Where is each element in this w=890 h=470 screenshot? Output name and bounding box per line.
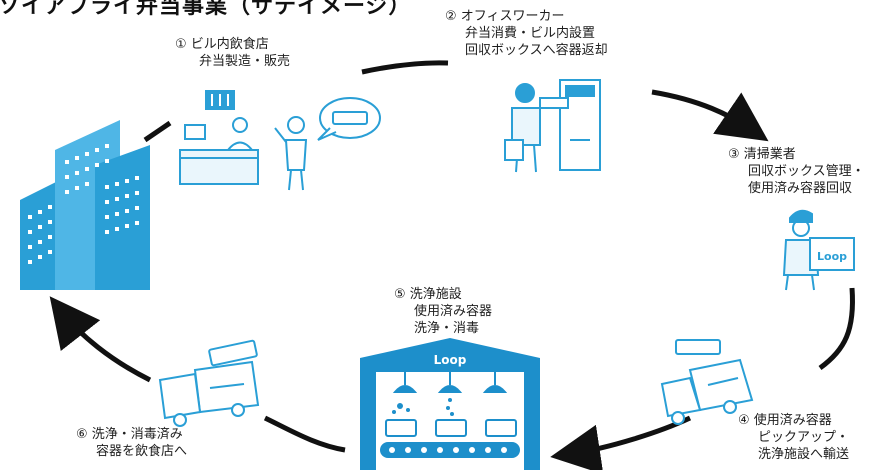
step-3-desc-1: 回収ボックス管理・ xyxy=(748,164,865,179)
step-5-title: 洗浄施設 xyxy=(409,287,462,302)
step-3-title: 清掃業者 xyxy=(743,147,796,162)
customer-icon xyxy=(274,116,308,191)
step-4-desc-1: ピックアップ・ xyxy=(758,430,850,445)
step-5-number: ⑤ xyxy=(394,287,406,302)
shop-counter-icon xyxy=(179,90,259,185)
step-2-label: ② オフィスワーカー 弁当消費・ビル内設置 回収ボックスへ容器返却 xyxy=(445,8,608,59)
delivery-truck-icon-right xyxy=(660,339,754,425)
step-4-number: ④ xyxy=(738,413,750,428)
step-6-desc: 容器を飲食店へ xyxy=(96,444,188,459)
step-5-desc-2: 洗浄・消毒 xyxy=(414,321,480,336)
step-2-desc-1: 弁当消費・ビル内設置 xyxy=(465,26,596,41)
facility-logo: Loop xyxy=(434,353,467,367)
step-6-label: ⑥ 洗浄・消毒済み 容器を飲食店へ xyxy=(76,426,187,460)
arrow-facility-to-truck xyxy=(263,415,346,453)
step-3-number: ③ xyxy=(728,147,740,162)
step-4-label: ④ 使用済み容器 ピックアップ・ 洗浄施設へ輸送 xyxy=(738,412,849,463)
step-3-label: ③ 清掃業者 回収ボックス管理・ 使用済み容器回収 xyxy=(728,146,865,197)
step-2-number: ② xyxy=(445,9,457,24)
arrow-truck-to-building xyxy=(49,296,152,383)
step-1-number: ① xyxy=(175,37,187,52)
step-1-label: ① ビル内飲食店 弁当製造・販売 xyxy=(175,36,290,70)
step-2-title: オフィスワーカー xyxy=(460,9,565,24)
cleaner-icon xyxy=(782,209,855,291)
step-6-title: 洗浄・消毒済み xyxy=(91,427,183,442)
building-icon xyxy=(20,120,150,290)
step-6-number: ⑥ xyxy=(76,427,88,442)
speech-bubble-icon xyxy=(317,97,381,141)
delivery-truck-icon-left xyxy=(158,339,260,427)
step-5-label: ⑤ 洗浄施設 使用済み容器 洗浄・消毒 xyxy=(394,286,492,337)
collection-box-icon xyxy=(559,79,601,171)
step-4-title: 使用済み容器 xyxy=(753,413,832,428)
conveyor-belt-icon xyxy=(380,442,520,458)
office-worker-icon xyxy=(504,83,569,173)
step-1-desc: 弁当製造・販売 xyxy=(199,54,291,69)
step-4-desc-2: 洗浄施設へ輸送 xyxy=(758,447,850,462)
step-3-desc-2: 使用済み容器回収 xyxy=(748,181,853,196)
step-5-desc-1: 使用済み容器 xyxy=(414,304,493,319)
arrow-cleaner-to-truck xyxy=(818,287,856,371)
step-2-desc-2: 回収ボックスへ容器返却 xyxy=(465,43,608,58)
cleaner-box-logo: Loop xyxy=(817,250,847,263)
step-1-title: ビル内飲食店 xyxy=(190,37,269,52)
arrow-building-to-shop xyxy=(143,120,172,143)
diagram-title: ソイアプライ弁当事業（サテイメージ） xyxy=(0,0,412,19)
arrow-shop-to-worker xyxy=(361,60,449,75)
arrow-truck-to-facility xyxy=(550,415,692,470)
arrow-worker-to-cleaner xyxy=(651,89,769,142)
